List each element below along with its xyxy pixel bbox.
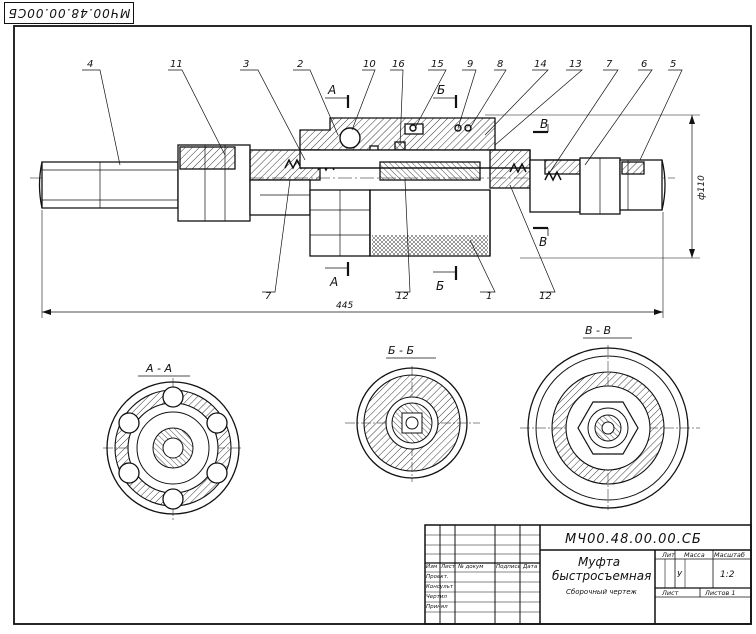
product-name-line1: Муфта: [578, 555, 620, 569]
overall-length-dimension: 445: [336, 301, 353, 311]
change-header-sign: Подпись: [496, 564, 521, 570]
callout-9: 9: [467, 59, 473, 70]
diameter-dimension: ф110: [697, 175, 707, 200]
change-header-date: Дата: [522, 564, 538, 570]
callout-6: 6: [641, 59, 647, 70]
callout-11: 11: [170, 59, 183, 70]
section-v-bottom: В: [539, 235, 547, 249]
change-header-izm: Изм: [426, 564, 437, 570]
doc-type: Сборочный чертеж: [566, 588, 637, 596]
callout-12-right: 12: [539, 291, 552, 302]
callout-7-bottom: 7: [265, 291, 272, 302]
callout-14: 14: [534, 59, 547, 70]
section-aa-view: [103, 375, 243, 520]
section-b-bottom: Б: [436, 279, 444, 293]
callout-15: 15: [431, 59, 444, 70]
section-v-top: В: [540, 117, 548, 131]
document-code-stamp: МЧ00.48.00.00СБ: [4, 2, 134, 24]
col-scale-header: Масштаб: [714, 551, 745, 559]
callout-2: 2: [297, 59, 303, 70]
callout-12-left: 12: [396, 291, 409, 302]
callout-4: 4: [87, 59, 93, 70]
section-a-top: А: [327, 83, 336, 97]
callout-1: 1: [486, 291, 492, 302]
change-header-list: Лист: [440, 564, 456, 570]
section-a-bottom: А: [329, 275, 338, 289]
role-approved: Принял: [426, 604, 448, 610]
change-header-doc: № докум: [457, 564, 483, 570]
sheets-label: Листов 1: [704, 589, 735, 597]
section-aa-title: А - А: [145, 362, 172, 375]
title-block: [424, 524, 752, 625]
role-project: Проект.: [426, 574, 449, 580]
callout-7-top: 7: [606, 59, 613, 70]
section-b-top: Б: [437, 83, 445, 97]
callout-8: 8: [497, 59, 503, 70]
callout-16: 16: [392, 59, 405, 70]
section-vv-view: [520, 337, 700, 510]
title-block-text: МЧ00.48.00.00.СБ Муфта быстросъемная Сбо…: [426, 532, 745, 610]
role-consult: Консульт: [426, 584, 454, 590]
sheet-frame: [13, 25, 752, 625]
callout-10: 10: [363, 59, 376, 70]
col-mass-header: Масса: [684, 551, 705, 559]
product-name-line2: быстросъемная: [552, 569, 651, 583]
sheet-label: Лист: [661, 589, 679, 597]
lit-value: У: [677, 570, 683, 579]
callout-5: 5: [670, 59, 676, 70]
col-lit-header: Лит: [661, 551, 675, 559]
section-bb-title: Б - Б: [388, 344, 414, 357]
role-drafted: Чертил: [426, 594, 447, 600]
section-bb-view: [345, 357, 480, 482]
callout-13: 13: [569, 59, 582, 70]
doc-number: МЧ00.48.00.00.СБ: [565, 532, 702, 547]
callout-labels: 4 11 3 2 10 16 15 9 8 14 13 7 6 5 7 12 1…: [87, 59, 676, 302]
callout-3: 3: [243, 59, 249, 70]
main-assembly-view: [30, 69, 700, 318]
scale-value: 1:2: [720, 570, 735, 580]
section-vv-title: В - В: [585, 324, 611, 337]
section-marker-letters: А А Б Б В В: [327, 83, 548, 293]
